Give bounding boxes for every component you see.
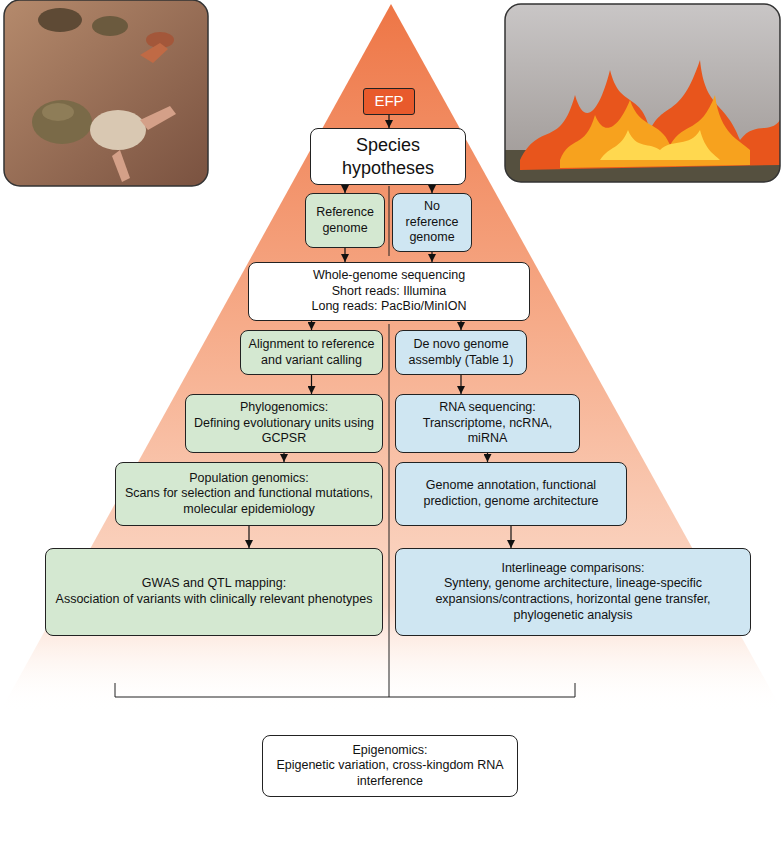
node-text: Genome annotation, functional prediction… <box>402 478 620 509</box>
frog-leg <box>140 106 176 130</box>
node-text: Short reads: Illumina <box>332 284 447 300</box>
node-text: Transcriptome, ncRNA, miRNA <box>402 416 573 447</box>
frog-leg <box>140 43 168 63</box>
arrow-connector <box>487 453 488 462</box>
frog <box>38 8 82 32</box>
node-text: EFP <box>374 92 403 111</box>
frog <box>92 16 128 36</box>
process-box: GWAS and QTL mapping:Association of vari… <box>45 548 383 636</box>
arrow-connector <box>431 252 432 262</box>
hypothesis-box: Species hypotheses <box>310 128 466 185</box>
node-text: Epigenomics: <box>352 743 427 759</box>
arrow-connector <box>460 321 461 330</box>
node-text: Long reads: PacBio/MinION <box>312 299 467 315</box>
source-box: EFP <box>363 88 415 115</box>
frog-belly <box>90 110 146 150</box>
node-text: Epigenetic variation, cross-kingdom RNA … <box>269 758 511 789</box>
node-text: Defining evolutionary units using GCPSR <box>192 416 376 447</box>
branch-box: No reference genome <box>392 193 472 252</box>
node-text: Association of variants with clinically … <box>56 592 373 608</box>
column-divider <box>389 324 390 697</box>
node-text: Scans for selection and functional mutat… <box>122 486 376 517</box>
process-box: Alignment to reference and variant calli… <box>240 330 383 375</box>
node-text: No reference genome <box>399 199 465 246</box>
arrow-connector <box>344 185 345 193</box>
pyramid <box>0 4 783 712</box>
node-text: Reference genome <box>312 205 378 236</box>
flame <box>560 95 750 168</box>
arrow-connector <box>344 248 345 262</box>
node-text: De novo genome assembly (Table 1) <box>402 337 520 368</box>
arrow-connector <box>431 185 432 193</box>
smoke <box>505 4 780 182</box>
process-box: Interlineage comparisons:Synteny, genome… <box>395 548 751 636</box>
node-text: Alignment to reference and variant calli… <box>247 337 376 368</box>
process-box: Whole-genome sequencingShort reads: Illu… <box>248 262 530 321</box>
frog-head <box>42 103 74 121</box>
process-box: RNA sequencing:Transcriptome, ncRNA, miR… <box>395 394 580 453</box>
flame <box>520 60 780 170</box>
frog-photo <box>4 0 208 186</box>
process-box: Phylogenomics:Defining evolutionary unit… <box>185 394 383 453</box>
arrow-connector <box>311 375 312 394</box>
arrow-connector <box>311 321 312 330</box>
fire-photo <box>505 4 780 182</box>
frog-leg <box>112 150 130 182</box>
flame <box>600 130 720 160</box>
node-text: RNA sequencing: <box>439 400 536 416</box>
node-text: Species hypotheses <box>317 134 459 179</box>
node-text: Whole-genome sequencing <box>313 268 465 284</box>
photo-frame <box>4 0 208 186</box>
frog <box>32 100 92 144</box>
column-divider <box>389 186 390 256</box>
arrow-connector <box>388 115 389 128</box>
photo-frame <box>505 4 780 182</box>
arrow-connector <box>283 453 284 462</box>
node-text: GWAS and QTL mapping: <box>142 576 286 592</box>
bracket <box>115 683 575 697</box>
photo-ground <box>4 0 208 186</box>
arrow-connector <box>460 375 461 394</box>
process-box: Epigenomics:Epigenetic variation, cross-… <box>262 735 518 797</box>
node-text: Population genomics: <box>189 471 309 487</box>
branch-box: Reference genome <box>305 193 385 248</box>
node-text: Interlineage comparisons: <box>501 561 644 577</box>
node-text: Phylogenomics: <box>240 400 328 416</box>
node-text: Synteny, genome architecture, lineage-sp… <box>402 576 744 623</box>
arrow-connector <box>510 526 511 548</box>
arrow-connector <box>248 526 249 548</box>
process-box: Population genomics:Scans for selection … <box>115 462 383 526</box>
process-box: De novo genome assembly (Table 1) <box>395 330 527 375</box>
process-box: Genome annotation, functional prediction… <box>395 462 627 526</box>
